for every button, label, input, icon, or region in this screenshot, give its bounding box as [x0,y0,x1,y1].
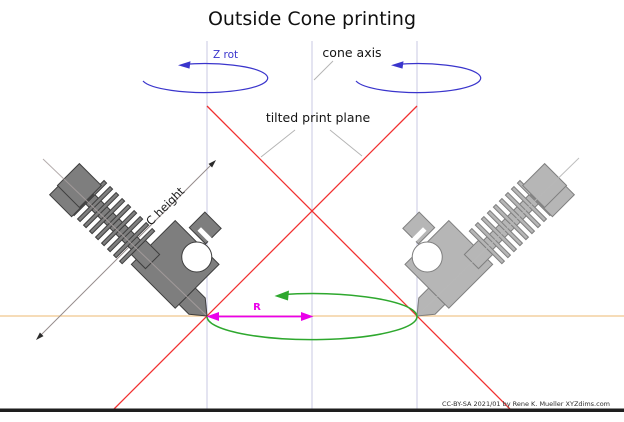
heater-block-hole [411,241,443,273]
heatsink-fin [112,221,150,259]
z-rot-label: Z rot [213,49,238,61]
heatsink-fin [100,209,138,247]
print-rotation-ring [206,290,418,341]
page-title: Outside Cone printing [208,8,416,30]
radius-arrowhead-right [301,312,314,321]
groove-mount [402,211,436,245]
cone-surface-lines [113,105,511,410]
z-rotation-arrowhead [391,61,404,69]
heatsink-fin [480,215,518,253]
groove-mount-slit [197,227,214,243]
heatsink-fin [510,185,548,223]
cone-axis-leader [313,60,334,81]
heatsink-fin [492,203,530,241]
c-height-arrowhead-top [208,160,216,168]
c-height-label: C height [143,184,187,228]
heatsink-fin [94,203,132,241]
z-rotation-arrowhead [178,61,191,69]
c-height-arrow [36,160,216,340]
heatsink-fin [468,227,506,265]
heatsink-fin [76,185,114,223]
hotend-left [48,162,222,317]
heatsink-fin [118,227,156,265]
leader-lines [260,60,363,158]
extruder-block-b [522,162,568,209]
z-rotation-arc [355,62,482,94]
baseline-bar [0,408,624,412]
tilted-print-plane-label: tilted print plane [266,110,371,125]
z-rotation-arrow-right [355,61,482,94]
tilted-plane-leader-right [329,129,363,157]
radius-label: R [253,302,261,313]
heatsink-fin [504,191,542,229]
c-height-line [39,163,213,337]
heater-block-hole [181,241,213,273]
tilted-plane-leader-left [260,129,296,158]
rotation-ring-arc [206,292,418,341]
cone-surface-line-left [206,105,511,410]
c-height-arrowhead-bottom [36,332,44,340]
heatsink-fin [474,221,512,259]
heatsink-fin [498,197,536,235]
z-rotation-arrow-left [142,61,269,94]
cone-surface-line-right [113,105,418,410]
vertical-axis-guides [206,41,418,409]
credit-text: CC-BY-SA 2021/01 by Rene K. Mueller XYZd… [442,400,610,408]
cone-axis-label: cone axis [322,45,381,60]
heatsink-fin [486,209,524,247]
groove-mount [188,211,222,245]
z-rotation-arc [142,62,269,94]
groove-mount-slit [410,227,427,243]
radius-arrowhead-left [206,312,219,321]
hotend-right-axis-line [416,157,580,317]
heatsink-fins [70,179,156,265]
hotend-left-axis-line [42,158,207,316]
extruder-block-b [56,162,102,209]
heatsink-fin [106,215,144,253]
rotation-ring-arrowhead [274,290,289,301]
heatsink-fin [82,191,120,229]
heatsink-fin [88,197,126,235]
radius-arrow: R [206,302,314,321]
